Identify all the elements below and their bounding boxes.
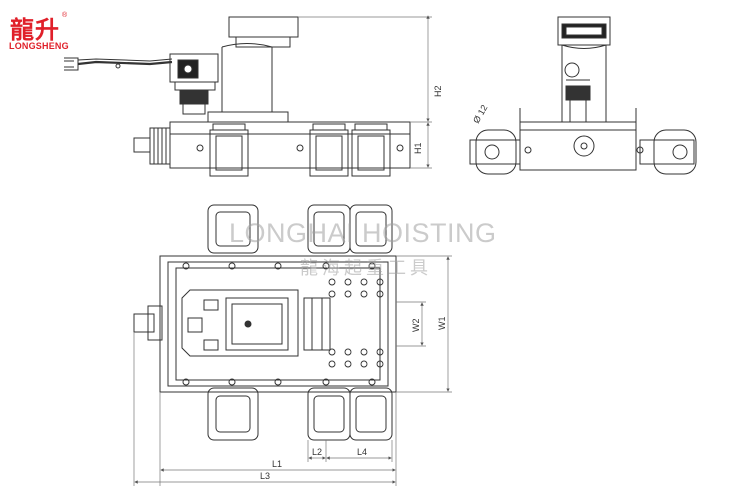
dim-w2-label: W2 xyxy=(411,319,421,333)
hole-grid-lower xyxy=(328,348,384,368)
top-view xyxy=(133,204,397,441)
logo-chinese-text: 龍升 xyxy=(10,15,60,44)
side-view xyxy=(64,16,411,177)
logo-english-text: LONGSHENG xyxy=(9,41,69,51)
registered-mark: ® xyxy=(62,12,68,19)
watermark-english: LONGHAI HOISTING xyxy=(229,218,497,248)
brand-logo: 龍升 ® LONGSHENG xyxy=(6,6,70,58)
dim-l2-label: L2 xyxy=(312,447,322,457)
dim-diameter-label: Ø 12 xyxy=(471,103,489,125)
side-dimensions xyxy=(298,15,432,169)
dim-h1-label: H1 xyxy=(413,142,423,154)
top-dimensions xyxy=(133,255,452,486)
dim-w1-label: W1 xyxy=(437,317,447,331)
dim-l1-label: L1 xyxy=(272,459,282,469)
dim-l4-label: L4 xyxy=(357,447,367,457)
dim-h2-label: H2 xyxy=(433,85,443,97)
watermark-chinese: 龍海起重工具 xyxy=(300,258,432,279)
dim-l3-label: L3 xyxy=(260,471,270,481)
front-view xyxy=(469,16,697,175)
hole-grid-upper xyxy=(328,278,384,298)
